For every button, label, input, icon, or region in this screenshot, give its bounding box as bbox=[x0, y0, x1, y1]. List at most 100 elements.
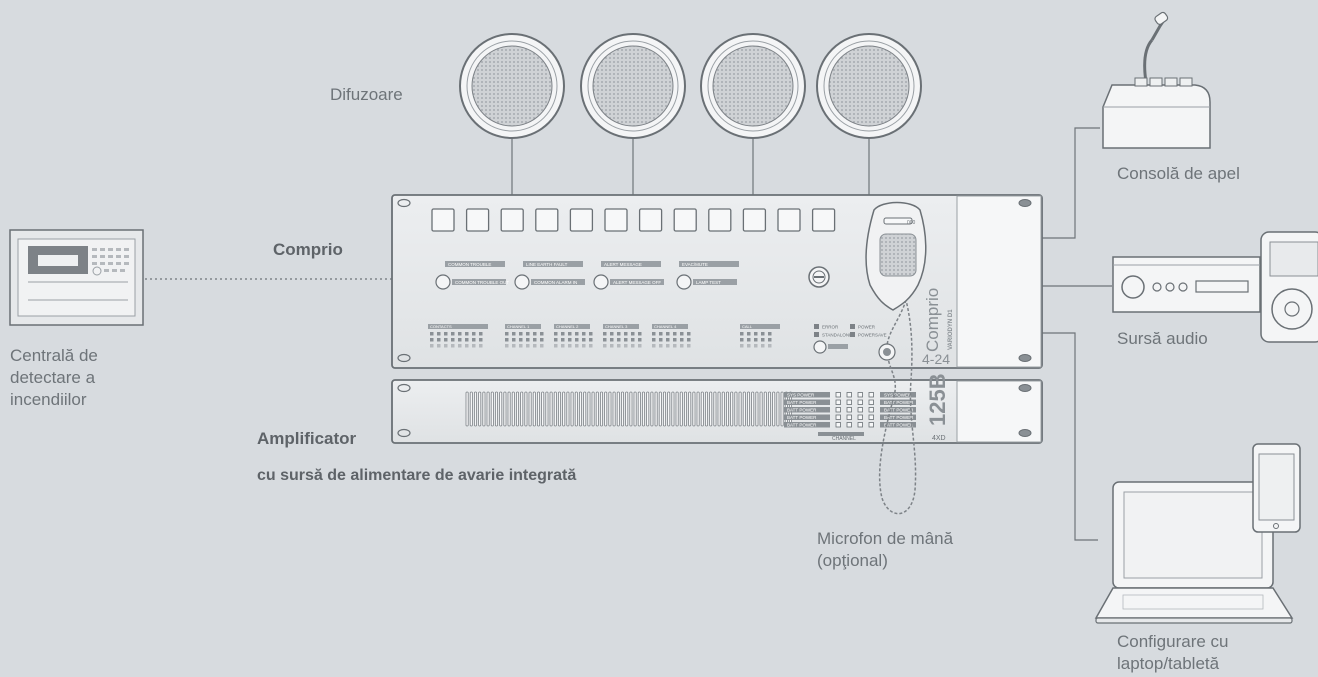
comprio-led bbox=[652, 332, 656, 336]
comprio-led bbox=[479, 344, 483, 348]
comprio-logo-model: 4-24 bbox=[922, 351, 950, 367]
comprio-key[interactable] bbox=[811, 208, 836, 232]
amp-vent-slot bbox=[688, 391, 692, 427]
speaker-1 bbox=[459, 33, 565, 139]
amp-vent-slot bbox=[637, 391, 641, 427]
comprio-round-button[interactable] bbox=[813, 340, 827, 354]
comprio-led bbox=[479, 338, 483, 342]
comprio-key[interactable] bbox=[604, 208, 628, 232]
amp-vent-slot bbox=[763, 391, 767, 427]
amp-vent-slot bbox=[612, 391, 616, 427]
handheld-mic-label: Microfon de mână (opţional) bbox=[817, 529, 954, 570]
comprio-key[interactable] bbox=[638, 208, 663, 232]
comprio-led bbox=[451, 344, 455, 348]
comprio-round-button[interactable] bbox=[435, 274, 451, 290]
amp-vent-slot bbox=[726, 391, 730, 427]
indicator-label: EVAC/MUTE bbox=[682, 262, 708, 267]
amp-led bbox=[857, 422, 863, 428]
comprio-key-switch[interactable] bbox=[808, 266, 830, 288]
comprio-led bbox=[451, 332, 455, 336]
comprio-led bbox=[561, 344, 565, 348]
amp-vent-slot bbox=[553, 391, 557, 427]
comprio-key[interactable] bbox=[777, 208, 801, 232]
comprio-led bbox=[519, 344, 523, 348]
group-label: CHANNEL 1 bbox=[507, 324, 530, 329]
comprio-led bbox=[512, 338, 516, 342]
amp-vent-slot bbox=[465, 391, 469, 427]
amp-row-label-bg bbox=[784, 407, 830, 413]
indicator-label: COMMON TROUBLE bbox=[448, 262, 491, 267]
amp-vent-slot bbox=[587, 391, 591, 427]
comprio-led bbox=[659, 338, 663, 342]
comprio-led bbox=[465, 332, 469, 336]
comprio-key[interactable] bbox=[465, 208, 490, 232]
amp-vent-slot bbox=[742, 391, 746, 427]
button-label: COMMON ALARM IN bbox=[534, 280, 577, 285]
comprio-round-button[interactable] bbox=[676, 274, 692, 290]
comprio-key[interactable] bbox=[569, 208, 594, 232]
laptop-line bbox=[1042, 332, 1098, 541]
amp-vent-slot bbox=[579, 391, 583, 427]
group-label: CONTACTS bbox=[430, 324, 452, 329]
comprio-key[interactable] bbox=[673, 208, 697, 232]
amp-vent-slot bbox=[608, 391, 612, 427]
amp-vent-slot bbox=[473, 391, 477, 427]
amp-vent-slot bbox=[650, 391, 654, 427]
comprio-led-grid bbox=[430, 332, 772, 348]
comprio-led bbox=[747, 332, 751, 336]
comprio-led bbox=[540, 344, 544, 348]
amp-led bbox=[846, 422, 852, 428]
mic-button-mark: 000 bbox=[907, 220, 916, 226]
amp-vent-slot bbox=[558, 391, 562, 427]
comprio-led bbox=[533, 344, 537, 348]
comprio-led bbox=[768, 338, 772, 342]
amp-vent-slot bbox=[600, 391, 604, 427]
amp-vent-slot bbox=[709, 391, 713, 427]
amp-vent-slot bbox=[604, 391, 608, 427]
comprio-key[interactable] bbox=[431, 208, 455, 232]
comprio-button-row: COMMON TROUBLE OUT COMMON ALARM IN ALERT… bbox=[435, 274, 737, 290]
comprio-round-button[interactable] bbox=[514, 274, 530, 290]
comprio-led bbox=[673, 332, 677, 336]
comprio-led bbox=[575, 338, 579, 342]
comprio-key[interactable] bbox=[708, 208, 732, 232]
comprio-led bbox=[740, 338, 744, 342]
comprio-led bbox=[472, 338, 476, 342]
comprio-led bbox=[638, 332, 642, 336]
comprio-led bbox=[540, 332, 544, 336]
comprio-led bbox=[687, 338, 691, 342]
comprio-logo-name: Comprio bbox=[923, 288, 942, 352]
amp-vent-slot bbox=[692, 391, 696, 427]
comprio-led bbox=[603, 344, 607, 348]
rack-screw bbox=[397, 383, 411, 393]
amp-led bbox=[846, 414, 852, 420]
amp-vent-slot bbox=[499, 391, 503, 427]
amp-led bbox=[835, 407, 841, 413]
comprio-led bbox=[631, 344, 635, 348]
comprio-key[interactable] bbox=[535, 208, 559, 232]
comprio-led bbox=[680, 338, 684, 342]
amp-led bbox=[846, 392, 852, 398]
amp-vent-slot bbox=[730, 391, 734, 427]
connection-lines bbox=[145, 127, 1112, 541]
amp-vent-slot bbox=[713, 391, 717, 427]
laptop-tablet-device bbox=[1094, 443, 1301, 624]
amp-vent-slot bbox=[625, 391, 629, 427]
comprio-unit: COMMON TROUBLE LINE EARTH FAULT ALERT ME… bbox=[391, 194, 1043, 369]
comprio-led bbox=[430, 344, 434, 348]
comprio-led bbox=[617, 332, 621, 336]
config-label: Configurare cu laptop/tabletă bbox=[1117, 632, 1229, 673]
comprio-led bbox=[666, 338, 670, 342]
comprio-led bbox=[747, 344, 751, 348]
comprio-key[interactable] bbox=[742, 208, 767, 232]
comprio-led bbox=[624, 338, 628, 342]
comprio-led bbox=[589, 332, 593, 336]
amp-vent-slot bbox=[679, 391, 683, 427]
amp-vent-slot bbox=[675, 391, 679, 427]
comprio-key[interactable] bbox=[500, 208, 524, 232]
comprio-indicator-row: COMMON TROUBLE LINE EARTH FAULT ALERT ME… bbox=[445, 261, 739, 267]
comprio-round-button[interactable] bbox=[593, 274, 609, 290]
comprio-led bbox=[472, 332, 476, 336]
